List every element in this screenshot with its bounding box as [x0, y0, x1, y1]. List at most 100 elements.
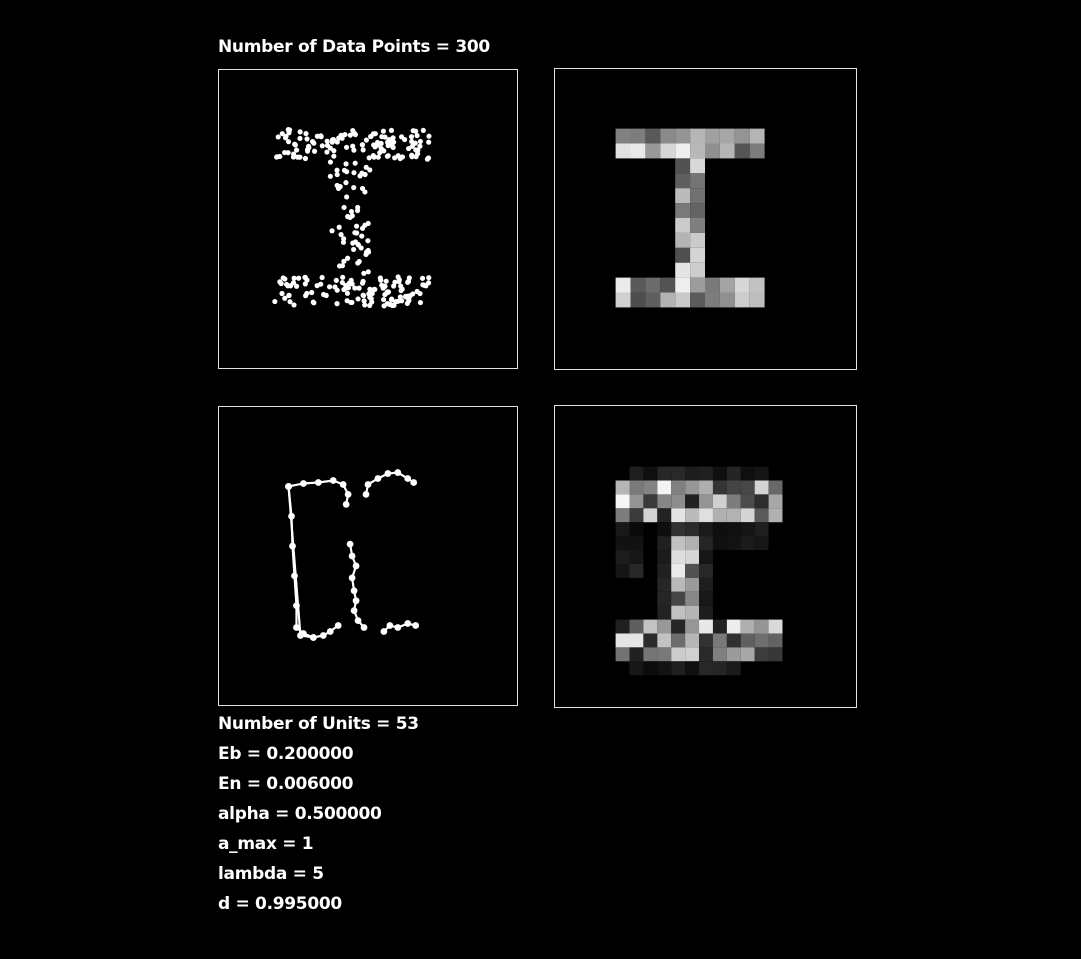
density-cell [643, 480, 658, 495]
data-point [350, 143, 356, 149]
data-point [398, 287, 404, 294]
density-cell [671, 550, 686, 564]
data-point [340, 274, 346, 280]
density-cell [712, 661, 727, 676]
data-point [367, 286, 373, 292]
data-point [338, 232, 344, 238]
data-point [355, 204, 361, 211]
unit-edge [287, 486, 339, 639]
density-cell [726, 619, 741, 634]
network-unit [348, 574, 356, 582]
network-unit [386, 622, 394, 629]
density-cell [615, 143, 631, 159]
density-cell [719, 292, 735, 308]
data-point [323, 292, 329, 299]
density-cell [660, 292, 676, 308]
density-cell [749, 292, 765, 308]
density-cell [712, 633, 727, 648]
data-point [334, 301, 340, 307]
density-cell [690, 277, 706, 293]
data-point [417, 299, 424, 306]
data-point [357, 173, 363, 179]
density-cell [726, 661, 741, 676]
data-point [348, 208, 355, 215]
data-point [388, 297, 395, 303]
data-point [359, 225, 366, 231]
density-cell [657, 633, 672, 648]
data-point [351, 130, 357, 136]
network-unit [314, 479, 322, 486]
data-point [402, 136, 408, 143]
data-point [327, 145, 333, 151]
data-point [311, 148, 318, 154]
density-cell [645, 128, 661, 144]
data-point [381, 296, 387, 303]
network-unit [342, 500, 350, 508]
density-cell [675, 262, 691, 278]
density-cell [754, 633, 769, 648]
data-point [339, 279, 345, 286]
density-cell [615, 508, 630, 523]
data-point [345, 213, 351, 220]
density-cell [705, 143, 720, 159]
density-cell [685, 633, 700, 648]
density-cell [690, 262, 706, 278]
data-point [384, 139, 391, 145]
data-point [327, 159, 334, 165]
density-cell [660, 277, 676, 293]
data-point [279, 131, 285, 137]
data-point [347, 132, 353, 138]
data-point [410, 291, 416, 297]
data-point [363, 251, 369, 258]
density-cell [629, 508, 644, 523]
density-cell [675, 128, 691, 144]
network-density-grid [615, 466, 783, 676]
density-cell [685, 466, 700, 481]
data-points-label: Number of Data Points = 300 [218, 37, 490, 57]
data-point [363, 137, 369, 143]
data-point [404, 300, 410, 307]
density-cell [719, 143, 735, 159]
data-point [385, 289, 392, 295]
data-point [331, 153, 337, 159]
data-point [286, 292, 292, 299]
density-cell [675, 173, 691, 189]
density-cell [643, 619, 658, 634]
data-point [361, 270, 367, 276]
data-point [296, 275, 302, 281]
density-cell [615, 563, 630, 578]
data-point [291, 302, 297, 308]
density-cell [615, 550, 630, 564]
data-point [390, 144, 396, 151]
network-unit [384, 470, 392, 477]
density-cell [630, 277, 646, 293]
density-cell [768, 647, 783, 662]
density-cell [685, 508, 700, 523]
density-cell [754, 619, 769, 634]
network-unit [374, 475, 382, 482]
density-cell [699, 619, 713, 634]
data-point [369, 290, 375, 297]
density-cell [740, 466, 755, 481]
density-cell [657, 508, 672, 523]
density-cell [629, 480, 644, 495]
density-cell [749, 277, 765, 293]
network-density-panel [554, 405, 857, 708]
density-cell [734, 277, 750, 293]
density-cell [629, 647, 644, 662]
density-cell [754, 480, 769, 495]
density-cell [685, 647, 700, 662]
density-cell [629, 563, 644, 578]
density-cell [675, 203, 691, 219]
network-unit [346, 540, 354, 548]
network-unit [410, 479, 418, 486]
density-cell [657, 591, 672, 606]
data-point [382, 283, 388, 289]
data-point [363, 164, 369, 170]
data-point [384, 153, 390, 159]
data-point [356, 285, 362, 291]
density-cell [726, 522, 741, 537]
data-point [381, 148, 387, 154]
density-cell [615, 494, 630, 509]
data-point [324, 149, 330, 155]
